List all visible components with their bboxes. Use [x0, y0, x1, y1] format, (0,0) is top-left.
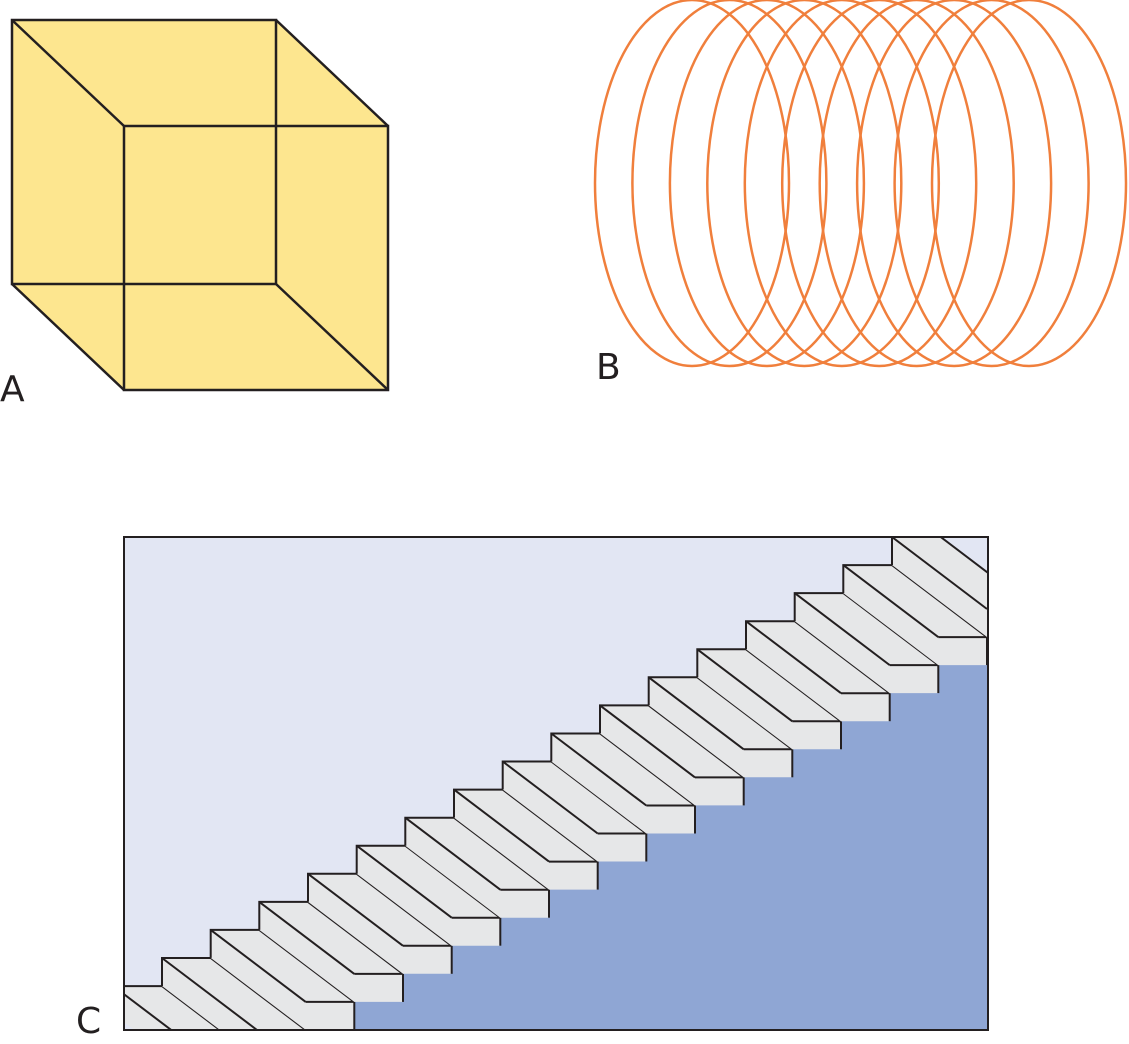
stair-step-11: [599, 704, 745, 806]
necker-cube: [10, 18, 390, 392]
circle-10: [930, 0, 1128, 368]
staircase-frame: [123, 536, 989, 1031]
stair-step-fill: [551, 733, 695, 834]
stair-step-edge: [258, 900, 404, 975]
stair-step-14: [745, 620, 891, 722]
overlapping-circles: [593, 0, 1128, 368]
staircase-steps: [124, 537, 988, 1030]
stair-step-edge: [124, 985, 222, 1030]
stair-step-diagonal: [124, 992, 173, 1030]
stair-step-diagonal: [161, 957, 258, 1030]
stair-step-fill: [162, 958, 306, 1030]
circle-1: [593, 0, 791, 368]
stair-step-diagonal: [502, 760, 599, 835]
stair-step-edge: [599, 704, 745, 779]
stair-step-diagonal: [404, 816, 501, 891]
stair-step-fill: [356, 845, 501, 946]
stair-step-5: [307, 872, 453, 974]
cube-fill: [12, 20, 388, 390]
stair-step-diagonal: [794, 592, 891, 666]
stair-step-1: [124, 985, 222, 1030]
stair-step-edge: [453, 788, 599, 863]
stair-step-10: [550, 732, 696, 834]
stair-step-fill: [454, 789, 598, 890]
circle-7: [818, 0, 1015, 368]
cube-edge-top-right: [275, 19, 389, 127]
circle-3: [668, 0, 866, 368]
stair-step-fill: [124, 986, 220, 1030]
stair-step-fill: [843, 565, 987, 666]
circle-6: [780, 0, 978, 368]
staircase-illusion: [123, 536, 989, 1031]
stair-step-edge: [307, 872, 453, 947]
circle-4: [706, 0, 903, 368]
stair-step-17: [891, 537, 988, 637]
cube-edge-bottom-left: [11, 283, 125, 391]
stair-step-edge: [891, 537, 988, 575]
panel-label-a: A: [0, 369, 25, 410]
stair-step-fill: [502, 761, 647, 862]
stair-step-16: [842, 564, 988, 666]
stair-step-7: [404, 816, 550, 918]
stair-step-fill: [210, 929, 355, 1030]
stair-step-fill: [892, 537, 988, 637]
circle-8: [855, 0, 1053, 368]
cube-edge-bottom-right: [275, 283, 389, 391]
stair-step-fill: [308, 873, 452, 974]
stair-step-diagonal: [696, 648, 793, 723]
stair-step-4: [258, 900, 404, 1002]
stair-step-13: [696, 648, 842, 750]
stair-step-edge: [842, 564, 988, 638]
circle-9: [893, 0, 1090, 368]
stair-step-fill: [697, 649, 841, 750]
stair-step-edge: [696, 648, 842, 723]
stair-step-diagonal: [599, 704, 696, 779]
stair-step-2: [161, 957, 307, 1030]
cube-back-face: [10, 18, 278, 286]
stair-step-diagonal: [648, 676, 745, 751]
stair-step-fill: [600, 705, 744, 806]
stair-step-diagonal: [842, 564, 939, 638]
stair-step-diagonal: [453, 788, 550, 863]
stair-step-diagonal: [258, 901, 355, 975]
stair-step-diagonal: [550, 732, 647, 807]
stair-step-diagonal: [891, 537, 988, 610]
circle-2: [631, 0, 828, 368]
stair-step-diagonal: [307, 873, 404, 947]
stair-step-edge: [404, 816, 550, 891]
stair-step-fill: [648, 677, 793, 778]
stair-step-fill: [746, 621, 890, 722]
stair-step-8: [453, 788, 599, 890]
stair-step-edge: [161, 957, 307, 1030]
stair-step-fill: [405, 817, 549, 918]
stair-step-fill: [259, 901, 403, 1002]
stair-step-diagonal: [356, 844, 453, 919]
stair-step-edge: [550, 732, 696, 807]
panel-label-b: B: [596, 347, 621, 388]
stair-step-diagonal: [745, 620, 842, 694]
circle-5: [743, 0, 941, 368]
stair-step-diagonal: [210, 929, 307, 1003]
stair-step-fill: [794, 593, 939, 694]
panel-label-c: C: [76, 1001, 102, 1042]
cube-edge-top-left: [11, 19, 125, 127]
stair-step-edge: [745, 620, 891, 694]
